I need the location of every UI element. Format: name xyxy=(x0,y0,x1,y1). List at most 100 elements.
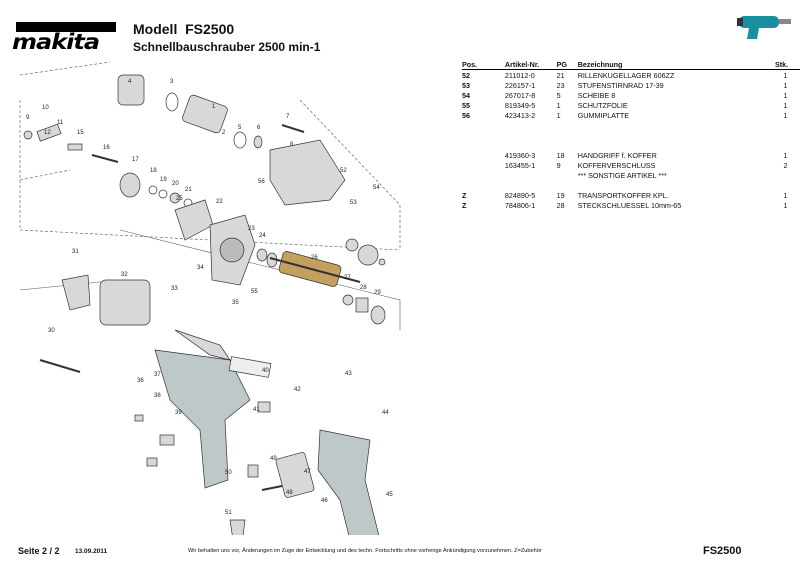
part-label-55: 55 xyxy=(251,289,258,295)
screwdriver-thumbnail xyxy=(737,16,791,39)
part-label-43: 43 xyxy=(345,371,352,377)
part-label-22: 22 xyxy=(216,199,223,205)
cell-stk: 1 xyxy=(783,70,788,80)
cell-bez: TRANSPORTKOFFER KPL. xyxy=(577,190,669,200)
cell-art xyxy=(505,130,557,140)
part-label-33: 33 xyxy=(171,286,178,292)
part-label-35: 35 xyxy=(232,300,239,306)
cell-pos xyxy=(462,130,505,140)
part-label-12: 12 xyxy=(44,130,51,136)
cell-art: 423413-2 xyxy=(504,110,536,120)
part-label-54: 54 xyxy=(373,185,380,191)
cell-bez xyxy=(578,130,775,140)
cell-pg xyxy=(557,130,578,140)
cell-pg xyxy=(557,120,578,130)
cell-bez: RILLENKUGELLAGER 606ZZ xyxy=(577,70,675,80)
cell-pg: 5 xyxy=(556,90,561,100)
part-label-48: 48 xyxy=(286,490,293,496)
cell-pg xyxy=(557,170,578,180)
col-qty: Stk. xyxy=(774,60,800,70)
cell-pg: 23 xyxy=(556,80,565,90)
product-subtitle: Schnellbauschrauber 2500 min-1 xyxy=(133,40,321,54)
cell-pos xyxy=(462,140,505,150)
table-row xyxy=(462,180,800,190)
part-label-26: 26 xyxy=(311,255,318,261)
table-row xyxy=(462,140,800,150)
part-label-10: 10 xyxy=(42,105,49,111)
part-label-19: 19 xyxy=(160,177,167,183)
cell-stk: 1 xyxy=(783,80,788,90)
logo-text: makita xyxy=(12,29,100,55)
cell-pos xyxy=(462,160,505,170)
cell-bez: SCHUTZFOLIE xyxy=(577,100,628,110)
cell-pg xyxy=(557,180,578,190)
part-label-1: 1 xyxy=(212,104,216,110)
cell-bez: SCHEIBE 8 xyxy=(577,90,616,100)
part-label-8: 8 xyxy=(290,142,294,148)
cell-stk: 1 xyxy=(783,150,788,160)
footer-model: FS2500 xyxy=(703,545,742,557)
part-label-21: 21 xyxy=(185,187,192,193)
cell-pos: 56 xyxy=(462,110,470,120)
cell-stk: 1 xyxy=(783,190,788,200)
cell-bez xyxy=(578,120,775,130)
part-label-9: 9 xyxy=(26,115,30,121)
part-label-56: 56 xyxy=(258,179,265,185)
col-description: Bezeichnung xyxy=(577,60,775,70)
part-label-31: 31 xyxy=(72,249,79,255)
table-row xyxy=(462,130,800,140)
part-label-37: 37 xyxy=(154,372,161,378)
table-row: *** SONSTIGE ARTIKEL *** xyxy=(462,170,800,180)
part-label-2: 2 xyxy=(222,130,226,136)
cell-art: 163455-1 xyxy=(504,160,536,170)
cell-art: 419360-3 xyxy=(504,150,536,160)
cell-pg: 21 xyxy=(556,70,565,80)
cell-pos: 55 xyxy=(462,100,470,110)
cell-bez xyxy=(578,180,775,190)
cell-stk: 1 xyxy=(783,90,788,100)
col-pg: PG xyxy=(556,60,578,70)
makita-logo: makita xyxy=(12,22,116,55)
cell-bez: STUFENSTIRNRAD 17-39 xyxy=(577,80,664,90)
part-label-50: 50 xyxy=(225,470,232,476)
part-label-29: 29 xyxy=(374,290,381,296)
cell-bez: *** SONSTIGE ARTIKEL *** xyxy=(577,170,667,180)
model-number: FS2500 xyxy=(185,21,235,37)
cell-pos xyxy=(462,180,505,190)
cell-stk: 1 xyxy=(783,110,788,120)
cell-pos: 52 xyxy=(462,70,470,80)
cell-art: 824890-5 xyxy=(504,190,536,200)
part-label-40: 40 xyxy=(262,368,269,374)
cell-pg: 1 xyxy=(556,100,561,110)
cell-pg: 18 xyxy=(556,150,565,160)
col-pos: Pos. xyxy=(462,60,505,70)
part-label-3: 3 xyxy=(170,79,174,85)
cell-stk: 1 xyxy=(783,200,788,210)
part-label-49: 49 xyxy=(270,456,277,462)
page-number: Seite 2 / 2 xyxy=(18,546,60,556)
cell-bez xyxy=(578,140,775,150)
part-label-11: 11 xyxy=(57,120,64,126)
cell-art: 819349-5 xyxy=(504,100,536,110)
part-label-42: 42 xyxy=(294,387,301,393)
cell-pos xyxy=(462,120,505,130)
part-label-15: 15 xyxy=(77,130,84,136)
cell-art xyxy=(505,180,557,190)
diagram-drawing xyxy=(19,61,401,535)
cell-art: 784806-1 xyxy=(504,200,536,210)
part-label-24: 24 xyxy=(259,233,266,239)
part-label-44: 44 xyxy=(382,410,389,416)
part-label-18: 18 xyxy=(150,168,157,174)
cell-stk: 2 xyxy=(783,160,788,170)
cell-art: 211012-0 xyxy=(504,70,535,80)
part-label-20: 20 xyxy=(172,181,179,187)
